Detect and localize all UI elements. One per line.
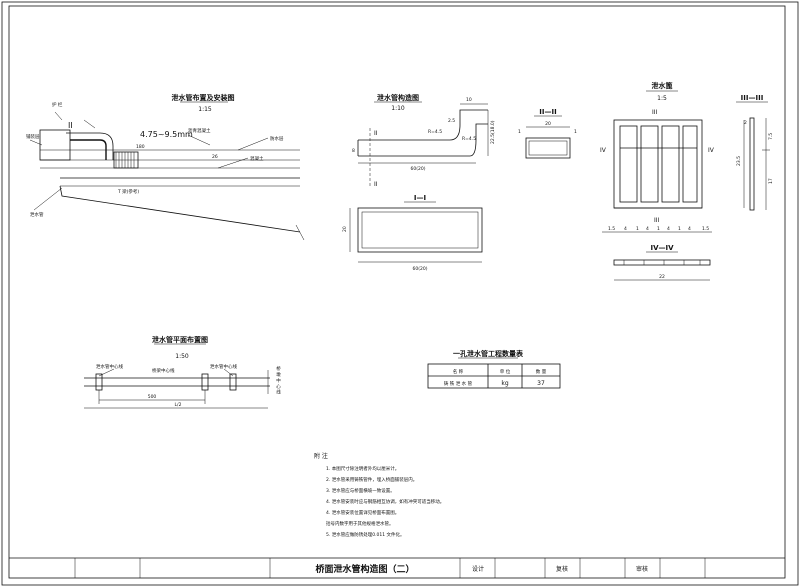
table-title: 一孔泄水管工程数量表 — [453, 349, 524, 358]
grille-dim-height: 23.5 — [736, 156, 742, 166]
note-item-1: 2. 泄水管采用铸铁管件，埋入桥面铺装层内。 — [326, 476, 417, 483]
title-block-approve: 审核 — [636, 565, 648, 573]
grille-dim-6: 1 — [678, 226, 681, 232]
pipe-dim-side: 22.5(18.0) — [490, 120, 496, 144]
section-3-dim-small: 2 — [744, 120, 747, 126]
section-3: III—III 7.5 17 2 — [736, 94, 774, 211]
grille-dim-2: 1 — [636, 226, 639, 232]
plan-dim-l2: L/2 — [175, 402, 182, 408]
label-pipe-size: 4.75~9.5mm — [140, 130, 193, 139]
table-header-unit: 单 位 — [500, 368, 511, 375]
plan-dim-500: 500 — [148, 394, 157, 400]
pipe-dim-bottom: 60(20) — [411, 166, 426, 172]
section-view-scale: 1:15 — [198, 106, 212, 113]
grille-dim-3: 4 — [646, 226, 649, 232]
label-drain: 泄水管 — [30, 211, 44, 218]
pipe-dim-left: 8 — [352, 148, 355, 154]
section-3-dim-1: 17 — [768, 178, 774, 184]
plan-view-scale: 1:50 — [175, 353, 189, 360]
label-layer-b: 混凝土 — [250, 155, 264, 162]
grille-mark-left: IV — [600, 147, 607, 154]
grille-scale: 1:5 — [657, 95, 667, 102]
pipe-dim-r1: R=4.5 — [428, 129, 442, 135]
section-3-title: III—III — [741, 94, 764, 102]
plan-view-title: 泄水管平面布置图 — [152, 335, 208, 344]
grille-dim-0: 1.5 — [608, 226, 615, 232]
section-2-dim-right: 1 — [574, 129, 577, 135]
label-roman: II — [68, 121, 73, 130]
label-beam: T 梁(参考) — [117, 188, 139, 195]
grille-mark-right: IV — [708, 147, 715, 154]
grille-title: 泄水篦 — [652, 81, 673, 90]
section-4-dim-bottom: 22 — [659, 274, 665, 280]
section-1-dim-bottom: 60(20) — [413, 266, 428, 272]
section-2-title: II—II — [539, 108, 556, 116]
grille-dim-5: 4 — [667, 226, 670, 232]
pipe-structure-title: 泄水管构造图 — [377, 93, 419, 102]
inner-frame — [8, 5, 786, 579]
plan-view: 泄水管平面布置图 1:50 500 L/2 泄水管中心线 桥梁中心线 泄水管中心… — [84, 335, 281, 409]
table-header-name: 名 称 — [453, 368, 464, 375]
table-header-qty: 数 量 — [536, 368, 547, 375]
plan-label-b: 桥梁中心线 — [152, 367, 175, 374]
note-item-5: 括号内数字用于其他规格泄水管。 — [326, 520, 394, 527]
table-cell-qty: 37 — [537, 380, 545, 387]
section-1: I—I 60(20) 20 — [342, 194, 483, 272]
pipe-dim-25: 2.5 — [448, 118, 455, 124]
table-cell-unit: kg — [501, 380, 508, 387]
drawing-title: 桥面泄水管构造图（二） — [315, 563, 414, 575]
grille-mark-top: III — [652, 109, 658, 116]
section-view: 泄水管布置及安装图 1:15 护 栏 铺装层 泄水管 II 4.75~9.5mm… — [26, 93, 305, 241]
grille-dim-8: 1.5 — [702, 226, 709, 232]
grille-dim-1: 4 — [624, 226, 627, 232]
section-3-dim-0: 7.5 — [768, 133, 774, 140]
pipe-mark-top: II — [374, 130, 378, 137]
pipe-structure-scale: 1:10 — [391, 105, 405, 112]
pipe-mark-bottom: II — [374, 181, 378, 188]
section-4-title: IV—IV — [650, 244, 674, 252]
section-4: IV—IV 22 — [613, 244, 711, 281]
plan-label-c: 泄水管中心线 — [210, 363, 237, 370]
section-1-dim-side: 20 — [342, 226, 348, 232]
table-cell-name: 铸 铁 泄 水 管 — [444, 380, 473, 387]
section-1-title: I—I — [414, 194, 426, 202]
label-layer-a: 防水层 — [270, 135, 284, 142]
note-item-3: 4. 泄水管安装时应与钢筋相互协调，如有冲突可适当移动。 — [326, 498, 444, 505]
dim-26: 26 — [212, 154, 218, 160]
plan-label-a: 泄水管中心线 — [96, 363, 123, 370]
title-block: 桥面泄水管构造图（二） 设计 复核 审核 — [9, 557, 785, 578]
section-2-dim-left: 1 — [518, 129, 521, 135]
note-item-4: 4. 泄水管安装位置详见桥面布置图。 — [326, 509, 399, 516]
pipe-dim-r2: R=4.5 — [462, 136, 476, 142]
dim-180: 180 — [136, 144, 145, 150]
section-2-dim-top: 20 — [545, 121, 551, 127]
label-layer-c: 沥青混凝土 — [188, 127, 211, 134]
note-item-2: 3. 泄水管应与桥面横坡一致设置。 — [326, 487, 395, 494]
grille-dim-4: 1 — [657, 226, 660, 232]
title-block-review: 复核 — [556, 565, 568, 573]
section-view-title: 泄水管布置及安装图 — [172, 93, 235, 102]
title-block-design: 设计 — [472, 565, 484, 573]
note-item-6: 5. 泄水管应做防锈处理0.011 文件化。 — [326, 531, 405, 538]
pipe-structure: 泄水管构造图 1:10 60(20) 10 R=4.5 R=4.5 22.5(1… — [352, 93, 496, 188]
note-item-0: 1. 本图尺寸除注明者外均以厘米计。 — [326, 465, 399, 472]
notes-heading: 附 注 — [314, 452, 328, 460]
quantity-table: 一孔泄水管工程数量表 名 称 单 位 数 量 铸 铁 泄 水 管 kg 37 — [427, 349, 561, 389]
notes: 附 注 1. 本图尺寸除注明者外均以厘米计。 2. 泄水管采用铸铁管件，埋入桥面… — [314, 452, 444, 538]
label-pavement: 铺装层 — [26, 133, 40, 140]
grille-mark-bottom: III — [654, 217, 660, 224]
pipe-dim-top: 10 — [466, 97, 472, 103]
grille-view: 泄水篦 1:5 23.5 IV IV III III 1.5 4 1 4 1 4… — [600, 81, 745, 233]
grille-dim-7: 4 — [688, 226, 691, 232]
section-2: II—II 20 1 1 — [518, 108, 577, 159]
label-parapet: 护 栏 — [52, 101, 63, 108]
plan-label-right: 桥 墩 中 心 线 — [276, 365, 281, 395]
